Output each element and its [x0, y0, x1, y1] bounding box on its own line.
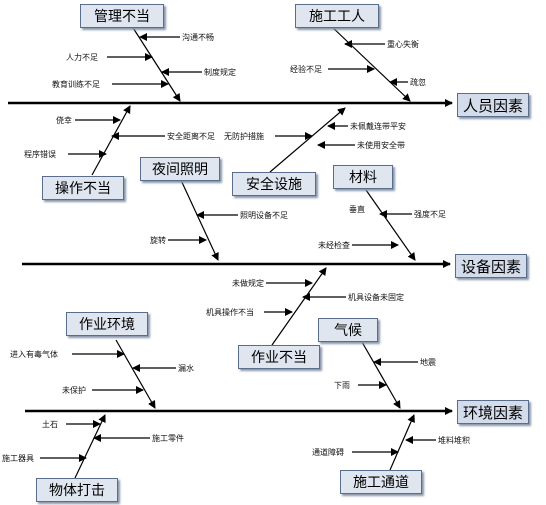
category-weather: 气候 — [318, 318, 378, 342]
cause-label: 机具操作不当 — [206, 308, 254, 317]
cause-label: 未经检查 — [318, 241, 350, 250]
cause-label: 安全距离不足 — [167, 132, 215, 141]
cause-label: 照明设备不足 — [240, 211, 288, 220]
cause-label: 侥幸 — [56, 116, 72, 125]
cause-label: 垂直 — [349, 205, 365, 214]
category-misoperation: 作业不当 — [238, 345, 320, 369]
cause-label: 土石 — [42, 420, 58, 429]
cause-label: 通道障碍 — [312, 448, 344, 457]
cause-label: 人力不足 — [66, 53, 98, 62]
cause-label: 经验不足 — [290, 65, 322, 74]
cause-label: 机具设备未固定 — [348, 293, 404, 302]
cause-label: 未佩戴连带平安 — [350, 122, 406, 131]
category-management: 管理不当 — [80, 4, 164, 28]
category-worker: 施工工人 — [295, 4, 379, 28]
category-operation: 操作不当 — [42, 176, 124, 200]
cause-label: 重心失衡 — [387, 40, 419, 49]
cause-label: 疏忽 — [410, 78, 426, 87]
effect-equipment: 设备因素 — [455, 254, 527, 278]
cause-label: 程序错误 — [24, 150, 56, 159]
category-construction-passage: 施工通道 — [340, 470, 422, 494]
category-work-environment: 作业环境 — [66, 312, 148, 336]
cause-label: 堆料堆积 — [438, 436, 470, 445]
cause-label: 未使用安全带 — [357, 141, 405, 150]
cause-label: 制度规定 — [204, 68, 236, 77]
cause-label: 未做规定 — [232, 279, 264, 288]
category-falling-object: 物体打击 — [36, 478, 118, 502]
cause-label: 施工零件 — [152, 434, 184, 443]
cause-label: 地震 — [420, 358, 436, 367]
cause-label: 漏水 — [178, 364, 194, 373]
category-material: 材料 — [333, 165, 393, 189]
category-night-lighting: 夜间照明 — [140, 157, 220, 181]
cause-label: 无防护措施 — [224, 132, 264, 141]
cause-label: 旋转 — [150, 236, 166, 245]
cause-label: 进入有毒气体 — [10, 350, 58, 359]
effect-environment: 环境因素 — [457, 400, 529, 424]
category-safety-facility: 安全设施 — [232, 172, 316, 196]
effect-personnel: 人员因素 — [457, 93, 529, 117]
cause-label: 教育训练不足 — [52, 80, 100, 89]
cause-label: 强度不足 — [414, 210, 446, 219]
cause-label: 施工器具 — [2, 454, 34, 463]
cause-label: 沟通不畅 — [182, 33, 214, 42]
cause-label: 未保护 — [62, 386, 86, 395]
cause-label: 下雨 — [334, 381, 350, 390]
